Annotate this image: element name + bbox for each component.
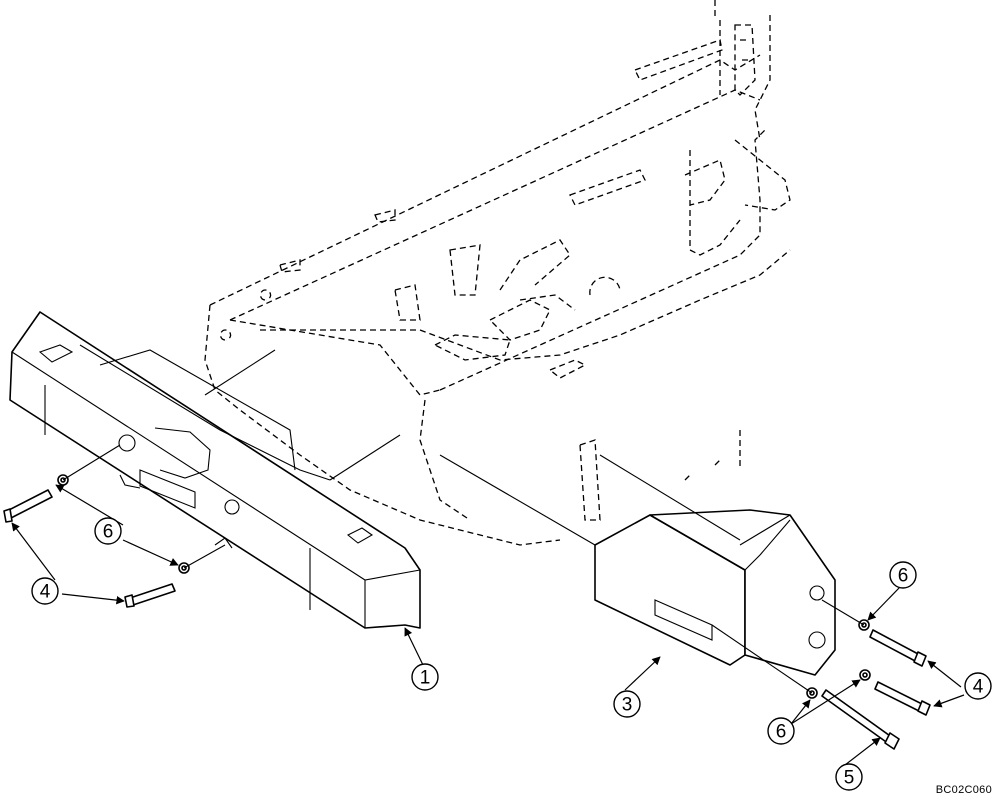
callout-4-left: 4 (31, 577, 59, 605)
machine-frame (204, 0, 791, 546)
counterweight-left (9, 311, 421, 629)
bolt-long-5 (821, 689, 900, 750)
callout-1: 1 (411, 663, 439, 691)
bolt-left-upper (3, 489, 53, 523)
callout-4-right: 4 (964, 672, 992, 700)
drawing-code: BC02C060 (935, 784, 992, 796)
assembly-lines (62, 349, 865, 694)
callout-6-left-label: 6 (103, 522, 114, 543)
bolt-right-lower (874, 681, 931, 716)
counterweight-right (594, 509, 836, 676)
callout-6-right-top-label: 6 (898, 566, 909, 587)
callout-6-right-bottom-label: 6 (776, 722, 787, 743)
callout-1-label: 1 (420, 668, 431, 689)
callout-3: 3 (613, 690, 641, 718)
callout-4-right-label: 4 (973, 677, 984, 698)
callout-5: 5 (835, 763, 863, 791)
callout-6-right-bottom: 6 (767, 717, 795, 745)
callout-4-left-label: 4 (40, 582, 51, 603)
callout-3-label: 3 (622, 695, 633, 716)
callout-6-left: 6 (94, 517, 122, 545)
callout-5-label: 5 (844, 768, 855, 789)
bolt-right-upper (869, 629, 927, 667)
callout-6-right-top: 6 (889, 561, 917, 589)
bolt-left-lower (124, 583, 176, 608)
